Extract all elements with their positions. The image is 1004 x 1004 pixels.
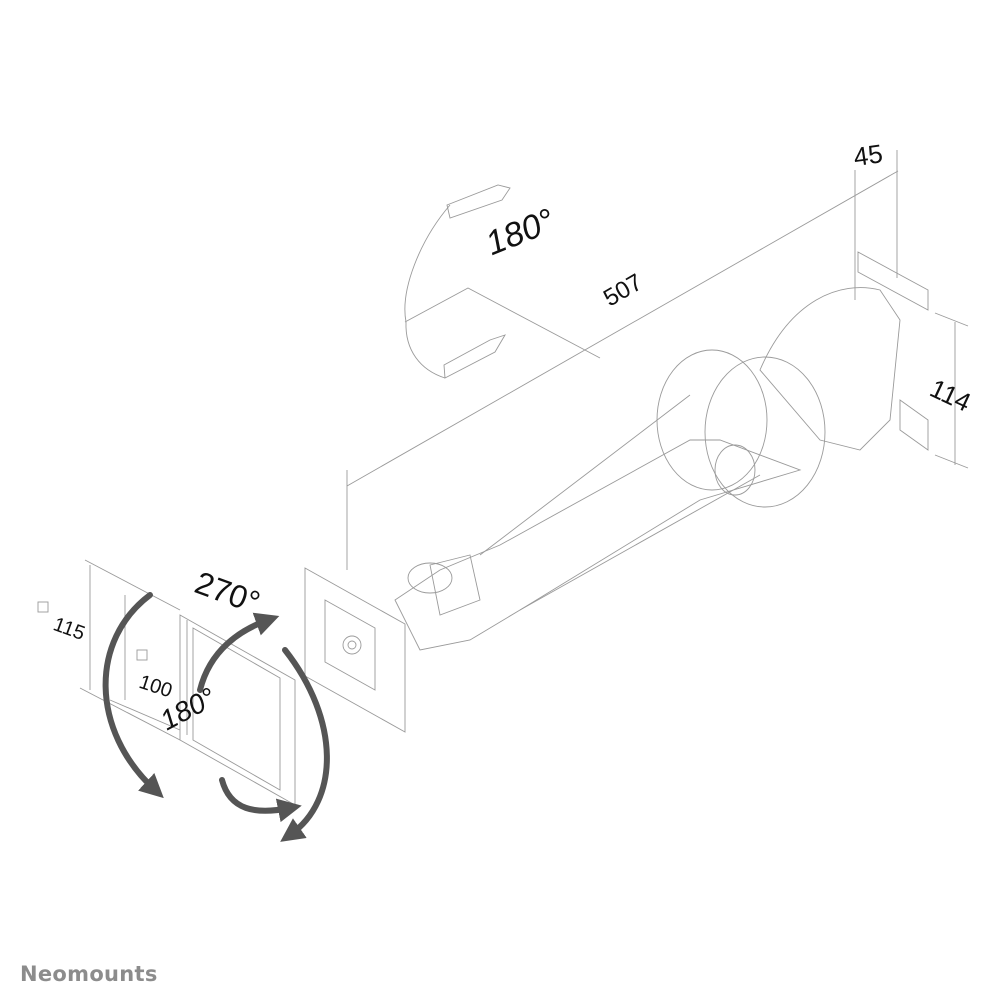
dimension-label-45: 45 bbox=[851, 138, 885, 173]
brand-logo: Neomounts bbox=[20, 962, 158, 986]
